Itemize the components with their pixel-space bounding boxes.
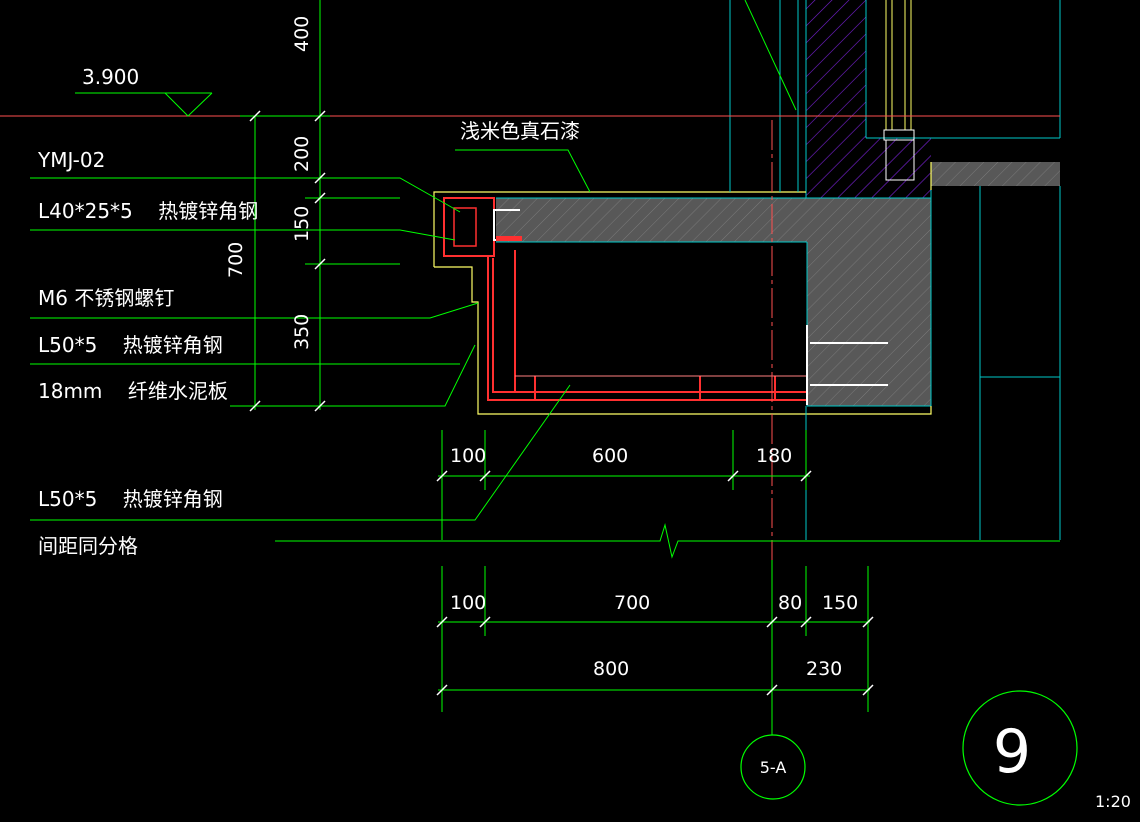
elevation-text: 3.900 xyxy=(82,65,139,89)
label-angle2: L50*5 热镀锌角钢 xyxy=(38,333,223,357)
concrete-slab xyxy=(496,162,1060,407)
cladding-frame xyxy=(443,197,806,401)
dim-row2-700: 700 xyxy=(614,592,650,614)
dim-row1-600: 600 xyxy=(592,445,628,467)
window-frame xyxy=(883,0,915,181)
detail-number: 9 xyxy=(993,717,1031,787)
dim-row2-150: 150 xyxy=(822,592,858,614)
label-screw: M6 不锈钢螺钉 xyxy=(38,286,174,310)
dim-row2-80: 80 xyxy=(778,592,802,614)
bracket xyxy=(493,209,522,241)
anchor-bolts xyxy=(806,325,888,405)
dim-row2-100: 100 xyxy=(450,592,486,614)
dimension-ticks xyxy=(249,110,874,696)
dim-row3-800: 800 xyxy=(593,658,629,680)
label-ymj: YMJ-02 xyxy=(37,148,105,172)
axis-bubble: 5-A xyxy=(740,734,806,800)
dim-row1-100: 100 xyxy=(450,445,486,467)
break-line xyxy=(275,523,1060,559)
elevation-marker: 3.900 xyxy=(75,65,213,117)
axis-label: 5-A xyxy=(760,758,787,777)
leader-lines xyxy=(30,0,797,521)
scale-label: 1:20 xyxy=(1095,792,1131,811)
dim-400: 400 xyxy=(291,16,313,52)
vertical-dimension xyxy=(240,0,400,410)
upper-wall xyxy=(805,0,1061,198)
horizontal-dimensions xyxy=(438,430,870,712)
label-spacing: 间距同分格 xyxy=(38,534,138,558)
label-board: 18mm 纤维水泥板 xyxy=(38,379,228,403)
label-angle3: L50*5 热镀锌角钢 xyxy=(38,487,223,511)
dim-row3-230: 230 xyxy=(806,658,842,680)
dim-150: 150 xyxy=(291,206,313,242)
dim-700: 700 xyxy=(225,242,247,278)
detail-bubble: 9 xyxy=(962,690,1078,806)
dim-row1-180: 180 xyxy=(756,445,792,467)
finish-outline xyxy=(433,162,932,415)
dim-200: 200 xyxy=(291,136,313,172)
label-angle1: L40*25*5 热镀锌角钢 xyxy=(38,199,258,223)
dim-350: 350 xyxy=(291,314,313,350)
label-finish: 浅米色真石漆 xyxy=(460,119,580,143)
